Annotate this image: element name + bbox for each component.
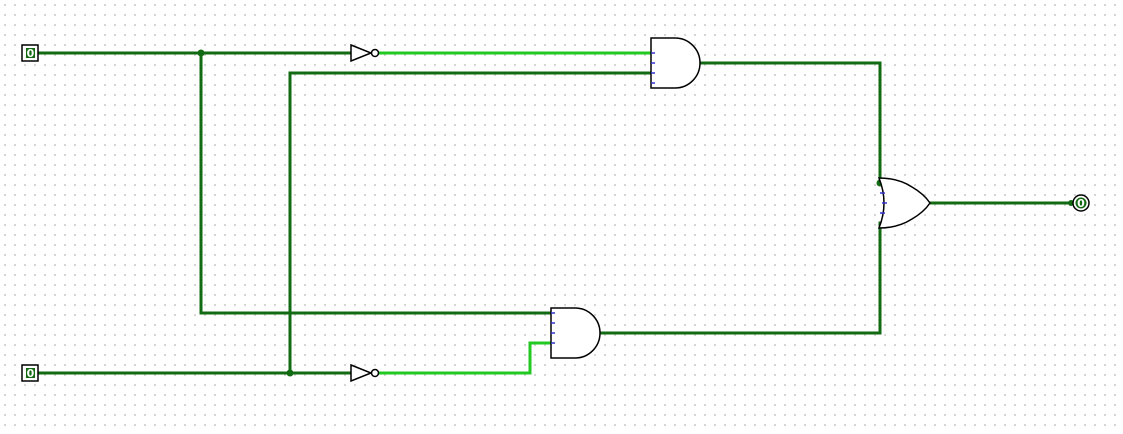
or-gate-pins: [880, 192, 887, 214]
and-gate-top[interactable]: [650, 37, 701, 89]
and-gate-bottom[interactable]: [550, 307, 601, 359]
wire-and2-to-or[interactable]: [598, 221, 882, 335]
input-pin-a[interactable]: 0: [21, 44, 39, 62]
not-gate-a[interactable]: [350, 43, 380, 63]
and-gate-top-pins: [651, 52, 655, 84]
and-gate-bottom-pins: [551, 312, 555, 344]
not-gate-b[interactable]: [350, 363, 380, 383]
wire-and1-to-or[interactable]: [698, 61, 882, 185]
output-pin[interactable]: 0: [1072, 194, 1090, 212]
input-pin-b[interactable]: 0: [21, 364, 39, 382]
or-gate[interactable]: [877, 177, 931, 229]
wire-a-branch-down[interactable]: [199, 51, 553, 315]
wire-b-branch-up[interactable]: [288, 71, 653, 375]
wire-not-b-to-and2[interactable]: [378, 341, 553, 375]
input-pin-a-value: 0: [27, 47, 35, 60]
junction-dot-b: [286, 369, 294, 377]
input-pin-b-value: 0: [27, 367, 35, 380]
output-pin-value: 0: [1077, 197, 1085, 210]
junction-dot-a: [197, 49, 205, 57]
